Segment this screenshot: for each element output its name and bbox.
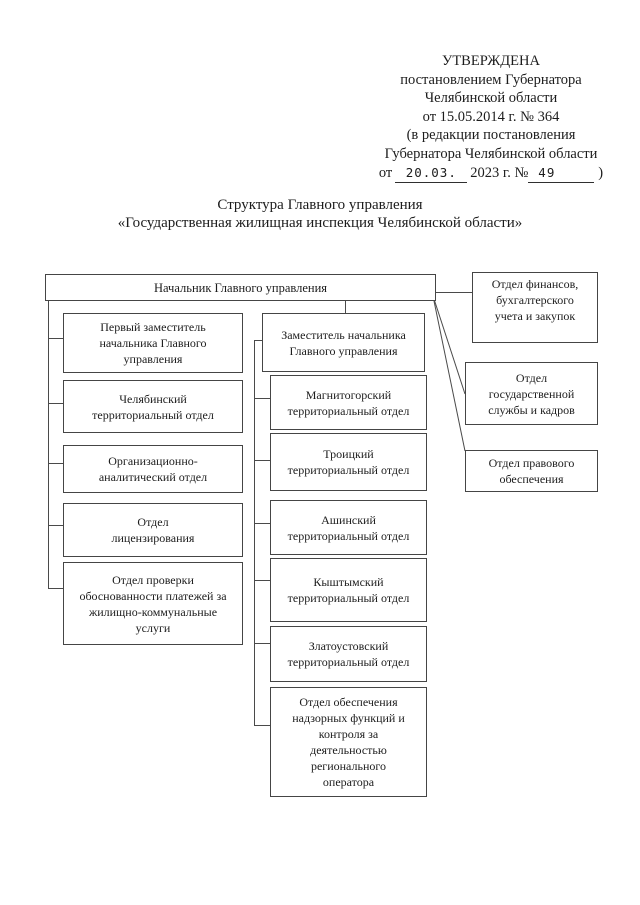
org-node-label: Кыштымский территориальный отдел (287, 575, 410, 605)
approval-line: (в редакции постановления (406, 127, 576, 144)
org-node-legal-dept: Отдел правового обеспечения (465, 450, 598, 492)
document-title: Структура Главного управления «Государст… (0, 196, 640, 232)
org-node-finance-dept: Отдел финансов, бухгалтерского учета и з… (472, 272, 598, 343)
approval-line: от 15.05.2014 г. № 364 (422, 108, 560, 125)
org-node-head: Начальник Главного управления (45, 274, 436, 301)
org-node-troitsk-territorial-dept: Троицкий территориальный отдел (270, 433, 427, 491)
org-node-label: Организационно- аналитический отдел (98, 454, 208, 484)
org-node-label: Златоустовский территориальный отдел (287, 639, 410, 669)
org-node-org-analytical-dept: Организационно- аналитический отдел (63, 445, 243, 493)
org-node-label: Начальник Главного управления (153, 280, 328, 295)
org-node-deputy: Заместитель начальника Главного управлен… (262, 313, 425, 372)
approval-line: Губернатора Челябинской области (384, 145, 598, 162)
org-node-licensing-dept: Отдел лицензирования (63, 503, 243, 557)
org-node-label: Заместитель начальника Главного управлен… (281, 327, 406, 358)
org-node-label: Отдел проверки обоснованности платежей з… (79, 572, 227, 635)
amendment-suffix: ) (598, 164, 604, 181)
org-node-label: Отдел правового обеспечения (488, 456, 575, 486)
org-node-label: Отдел финансов, бухгалтерского учета и з… (491, 277, 579, 323)
org-node-civil-service-hr-dept: Отдел государственной службы и кадров (465, 362, 598, 425)
org-node-label: Отдел государственной службы и кадров (488, 370, 575, 417)
org-node-first-deputy: Первый заместитель начальника Главного у… (63, 313, 243, 373)
org-node-kyshtym-territorial-dept: Кыштымский территориальный отдел (270, 558, 427, 622)
org-node-label: Челябинский территориальный отдел (92, 391, 214, 422)
org-node-asha-territorial-dept: Ашинский территориальный отдел (270, 500, 427, 555)
approval-line: Челябинской области (424, 90, 558, 107)
amendment-middle: 2023 г. № (470, 164, 529, 181)
approval-stamp: УТВЕРЖДЕНА постановлением Губернатора Че… (353, 52, 629, 184)
org-node-chelyabinsk-territorial-dept: Челябинский территориальный отдел (63, 380, 243, 433)
org-node-magnitogorsk-territorial-dept: Магнитогорский территориальный отдел (270, 375, 427, 430)
org-node-label: Ашинский территориальный отдел (287, 512, 410, 543)
org-node-label: Магнитогорский территориальный отдел (287, 387, 410, 418)
org-node-label: Троицкий территориальный отдел (287, 447, 410, 477)
approval-line: УТВЕРЖДЕНА (442, 53, 540, 69)
document-title-line2: «Государственная жилищная инспекция Челя… (117, 215, 523, 231)
amendment-date-filled: 20.03. (395, 164, 468, 184)
org-node-label: Отдел лицензирования (111, 515, 195, 545)
org-node-payment-verification-dept: Отдел проверки обоснованности платежей з… (63, 562, 243, 645)
amendment-prefix: от (378, 164, 393, 181)
approval-line: постановлением Губернатора (400, 71, 582, 88)
org-node-label: Отдел обеспечения надзорных функций и ко… (292, 695, 405, 789)
org-node-zlatoust-territorial-dept: Златоустовский территориальный отдел (270, 626, 427, 682)
org-node-regional-operator-control-dept: Отдел обеспечения надзорных функций и ко… (270, 687, 427, 797)
document-title-line1: Структура Главного управления (217, 197, 423, 213)
org-node-label: Первый заместитель начальника Главного у… (99, 320, 207, 366)
amendment-number-filled: 49 (528, 164, 595, 184)
